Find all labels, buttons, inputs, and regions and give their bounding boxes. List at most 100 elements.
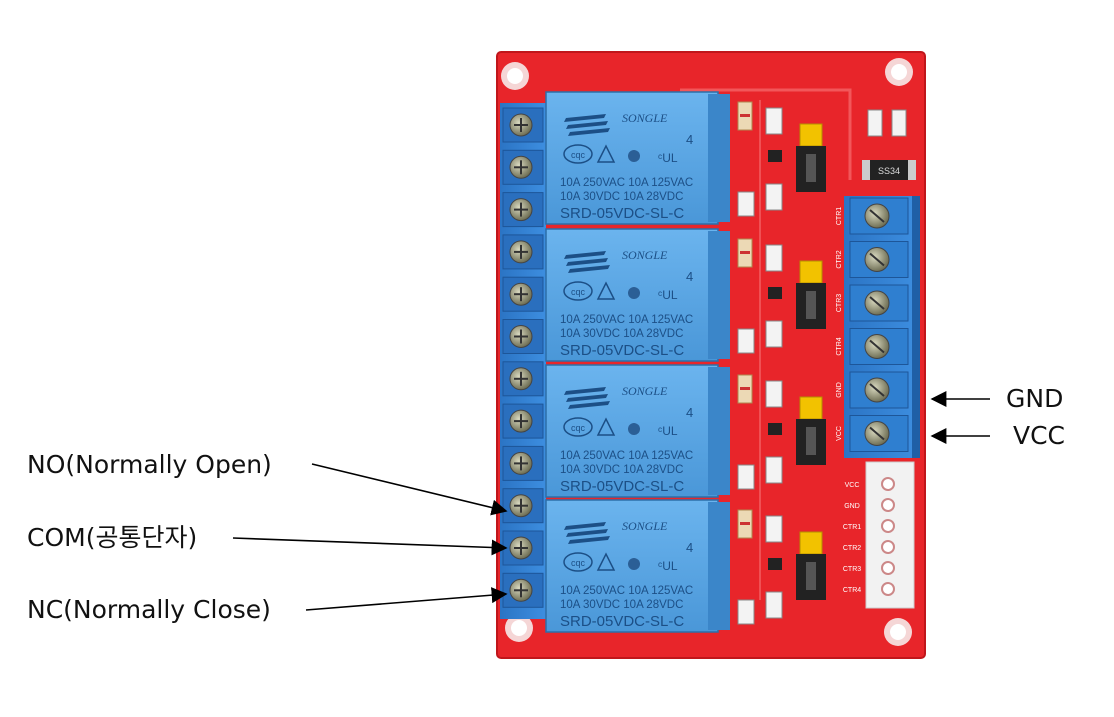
output-terminal-screw [502, 319, 544, 354]
cqc-mark [563, 552, 593, 572]
input-pin-label: CTR2 [836, 250, 843, 268]
header-pin: CTR1 [843, 519, 895, 533]
warning-triangle-icon [596, 144, 616, 163]
cqc-text: cqc [571, 150, 586, 160]
cqc-text: cqc [571, 423, 586, 433]
output-terminal-block [500, 103, 546, 619]
relay-pin-hole [628, 558, 640, 570]
input-pin-label: VCC [836, 426, 843, 441]
cqc-text: cqc [571, 558, 586, 568]
cqc-mark [563, 281, 593, 301]
output-terminal-screw [502, 192, 544, 228]
label-nc: NC(Normally Close) [27, 595, 271, 624]
relay-model: SRD-05VDC-SL-C [560, 342, 684, 359]
relay-model: SRD-05VDC-SL-C [560, 478, 684, 495]
label-vcc: VCC [1013, 421, 1066, 450]
header-pin: VCC [845, 477, 895, 491]
relay-number: 4 [686, 132, 693, 147]
ss34-diode: SS34 [862, 160, 916, 180]
output-terminal-screw [502, 488, 544, 524]
relay-pin-hole [628, 150, 640, 162]
svg-text:GND: GND [844, 503, 860, 510]
input-terminal-screw [849, 415, 909, 452]
arrow-no [311, 463, 508, 516]
relay-rating-line2: 10A 30VDC 10A 28VDC [560, 599, 683, 611]
svg-text:CTR1: CTR1 [843, 524, 861, 531]
input-pin-label: CTR1 [836, 207, 843, 225]
channel-driver [737, 374, 826, 490]
input-pin-label: CTR3 [836, 294, 843, 312]
label-gnd: GND [1006, 384, 1064, 413]
relay-brand: SONGLE [622, 111, 668, 125]
input-pin-label: CTR4 [836, 337, 843, 355]
relay-rating-line1: 10A 250VAC 10A 125VAC [560, 450, 693, 462]
svg-text:CTR4: CTR4 [843, 587, 861, 594]
annotation-arrows [232, 391, 990, 611]
arrow-nc [305, 587, 508, 611]
smd-components [737, 101, 907, 625]
output-terminal-screw [502, 276, 544, 312]
warning-triangle-icon [596, 417, 616, 436]
jumper-cap [799, 531, 823, 555]
output-terminal-screw [502, 530, 544, 566]
relay-number: 4 [686, 405, 693, 420]
relay-brand: SONGLE [622, 384, 668, 398]
mount-hole-tl [501, 62, 529, 90]
channel-driver [737, 238, 826, 354]
header-pin: CTR3 [843, 561, 895, 575]
warning-triangle-icon [596, 552, 616, 571]
relay-brand: SONGLE [622, 519, 668, 533]
jumper-cap [799, 396, 823, 420]
mount-hole-br [884, 618, 912, 646]
relays: SONGLE 4 cqc ᶜUL 10A 250VAC 10A 125VAC 10A 30… [545, 91, 730, 633]
input-terminal-screw [849, 241, 909, 278]
relay-rating-line2: 10A 30VDC 10A 28VDC [560, 328, 683, 340]
relay-pin-hole [628, 287, 640, 299]
mount-hole-bl [505, 614, 533, 642]
ul-mark-icon: ᶜUL [658, 151, 678, 165]
ul-mark-icon: ᶜUL [658, 559, 678, 573]
relay-model: SRD-05VDC-SL-C [560, 613, 684, 630]
warning-triangle-icon [596, 281, 616, 300]
relay-pin-hole [628, 423, 640, 435]
channel-driver [737, 101, 826, 217]
label-com: COM(공통단자) [27, 523, 198, 552]
relay-rating-line2: 10A 30VDC 10A 28VDC [560, 191, 683, 203]
mount-hole-tr [885, 58, 913, 86]
header-pin: CTR4 [843, 582, 895, 596]
output-terminal-screw [502, 361, 544, 397]
jumper-cap [799, 260, 823, 284]
input-terminal-screw [849, 328, 909, 365]
output-terminal-screw [502, 445, 544, 481]
header-pin: GND [844, 498, 895, 512]
relay-rating-line1: 10A 250VAC 10A 125VAC [560, 585, 693, 597]
header-pin: CTR2 [843, 540, 895, 554]
channel-driver [737, 509, 826, 625]
output-terminal-screw [502, 149, 544, 185]
svg-text:CTR2: CTR2 [843, 545, 861, 552]
output-terminal-screw [502, 107, 544, 143]
jumper-cap [799, 123, 823, 147]
output-terminal-screw [502, 572, 544, 608]
ul-mark-icon: ᶜUL [658, 288, 678, 302]
label-no: NO(Normally Open) [27, 450, 272, 479]
cqc-mark [563, 144, 593, 164]
input-terminal-screw [849, 197, 909, 235]
relay-model: SRD-05VDC-SL-C [560, 205, 684, 222]
relay-module: SONGLE 4 cqc ᶜUL 10A 250VAC 10A 125VAC 10A 30… [545, 499, 730, 633]
input-pin-label: GND [836, 382, 843, 398]
relay-rating-line2: 10A 30VDC 10A 28VDC [560, 464, 683, 476]
input-terminal-screw [849, 371, 909, 409]
arrow-com [232, 537, 508, 556]
cqc-text: cqc [571, 287, 586, 297]
input-terminal-screw [849, 284, 909, 322]
svg-text:VCC: VCC [845, 482, 860, 489]
ic-marking: SS34 [878, 166, 900, 176]
relay-number: 4 [686, 540, 693, 555]
